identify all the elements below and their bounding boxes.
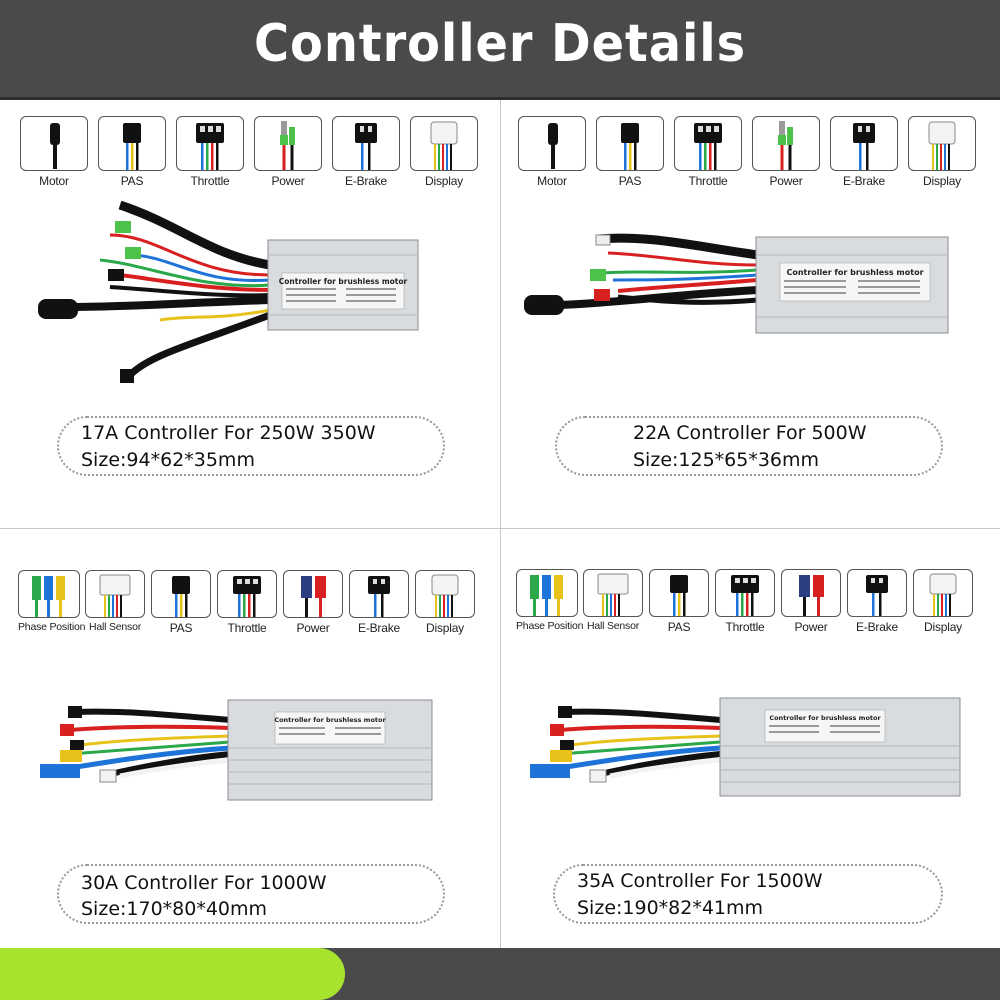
footer-bar xyxy=(0,948,1000,1000)
pas-connector-icon xyxy=(151,570,211,618)
power-connector-icon xyxy=(781,569,841,617)
display-connector-icon xyxy=(908,116,976,171)
controller-photo-30a: Controller for brushless motor xyxy=(40,699,433,801)
connector-power: Power xyxy=(752,116,820,188)
display-connector-icon xyxy=(913,569,973,617)
connector-display: Display xyxy=(410,116,478,188)
display-connector-icon xyxy=(415,570,475,618)
hall-sensor-connector-icon xyxy=(583,569,643,617)
ebrake-connector-icon xyxy=(830,116,898,171)
caption-model: 35A Controller For 1500W xyxy=(577,870,823,892)
connector-display: Display xyxy=(415,570,475,635)
controller-label-text: Controller for brushless motor xyxy=(786,268,923,277)
horizontal-divider xyxy=(0,528,1000,529)
connector-ebrake: E-Brake xyxy=(830,116,898,188)
footer-accent-shape xyxy=(0,948,345,1000)
ebrake-connector-icon xyxy=(847,569,907,617)
page-title: Controller Details xyxy=(254,14,746,74)
connector-icon-row: Phase Position Hall Sensor PAS Throttle … xyxy=(516,569,973,634)
controller-photo-22a: Controller for brushless motor xyxy=(524,233,949,334)
connector-motor: Motor xyxy=(20,116,88,188)
caption-size: Size:94*62*35mm xyxy=(81,449,255,471)
caption-size: Size:125*65*36mm xyxy=(633,449,820,471)
controller-label-text: Controller for brushless motor xyxy=(769,714,881,722)
controller-photo-35a: Controller for brushless motor xyxy=(530,697,961,797)
connector-power: Power xyxy=(254,116,322,188)
controller-label-text: Controller for brushless motor xyxy=(279,277,408,286)
connector-power: Power xyxy=(283,570,343,635)
connector-phase-position: Phase Position xyxy=(18,570,85,635)
connector-pas: PAS xyxy=(98,116,166,188)
throttle-connector-icon xyxy=(674,116,742,171)
connector-display: Display xyxy=(908,116,976,188)
power-connector-icon xyxy=(752,116,820,171)
motor-connector-icon xyxy=(518,116,586,171)
hall-sensor-connector-icon xyxy=(85,570,145,618)
connector-throttle: Throttle xyxy=(674,116,742,188)
connector-throttle: Throttle xyxy=(715,569,775,634)
phase-connector-icon xyxy=(18,570,80,618)
header-banner: Controller Details xyxy=(0,0,1000,100)
connector-pas: PAS xyxy=(649,569,709,634)
connector-hall-sensor: Hall Sensor xyxy=(85,570,145,635)
phase-connector-icon xyxy=(516,569,578,617)
pas-connector-icon xyxy=(649,569,709,617)
connector-pas: PAS xyxy=(151,570,211,635)
connector-hall-sensor: Hall Sensor xyxy=(583,569,643,634)
power-connector-icon xyxy=(254,116,322,171)
connector-icon-row: Motor PAS Throttle Power E-Brake xyxy=(518,116,976,188)
caption-box-30a: 30A Controller For 1000W Size:170*80*40m… xyxy=(57,864,445,924)
caption-model: 22A Controller For 500W xyxy=(633,422,867,444)
connector-throttle: Throttle xyxy=(217,570,277,635)
ebrake-connector-icon xyxy=(332,116,400,171)
caption-box-17a: 17A Controller For 250W 350W Size:94*62*… xyxy=(57,416,445,476)
motor-connector-icon xyxy=(20,116,88,171)
throttle-connector-icon xyxy=(715,569,775,617)
connector-icon-row: Phase Position Hall Sensor PAS Throttle … xyxy=(18,570,475,635)
caption-model: 17A Controller For 250W 350W xyxy=(81,422,376,444)
caption-size: Size:170*80*40mm xyxy=(81,898,268,920)
vertical-divider xyxy=(500,100,501,948)
connector-phase-position: Phase Position xyxy=(516,569,583,634)
connector-throttle: Throttle xyxy=(176,116,244,188)
caption-box-35a: 35A Controller For 1500W Size:190*82*41m… xyxy=(553,864,943,924)
connector-power: Power xyxy=(781,569,841,634)
connector-ebrake: E-Brake xyxy=(332,116,400,188)
pas-connector-icon xyxy=(98,116,166,171)
display-connector-icon xyxy=(410,116,478,171)
caption-model: 30A Controller For 1000W xyxy=(81,872,327,894)
connector-motor: Motor xyxy=(518,116,586,188)
throttle-connector-icon xyxy=(217,570,277,618)
connector-ebrake: E-Brake xyxy=(349,570,409,635)
caption-size: Size:190*82*41mm xyxy=(577,897,764,919)
throttle-connector-icon xyxy=(176,116,244,171)
connector-display: Display xyxy=(913,569,973,634)
ebrake-connector-icon xyxy=(349,570,409,618)
connector-icon-row: Motor PAS Throttle Power E-Brake xyxy=(20,116,478,188)
power-connector-icon xyxy=(283,570,343,618)
controller-photo-17a: Controller for brushless motor xyxy=(38,200,419,383)
pas-connector-icon xyxy=(596,116,664,171)
caption-box-22a: 22A Controller For 500W Size:125*65*36mm xyxy=(555,416,943,476)
connector-ebrake: E-Brake xyxy=(847,569,907,634)
connector-pas: PAS xyxy=(596,116,664,188)
controller-label-text: Controller for brushless motor xyxy=(274,716,386,724)
